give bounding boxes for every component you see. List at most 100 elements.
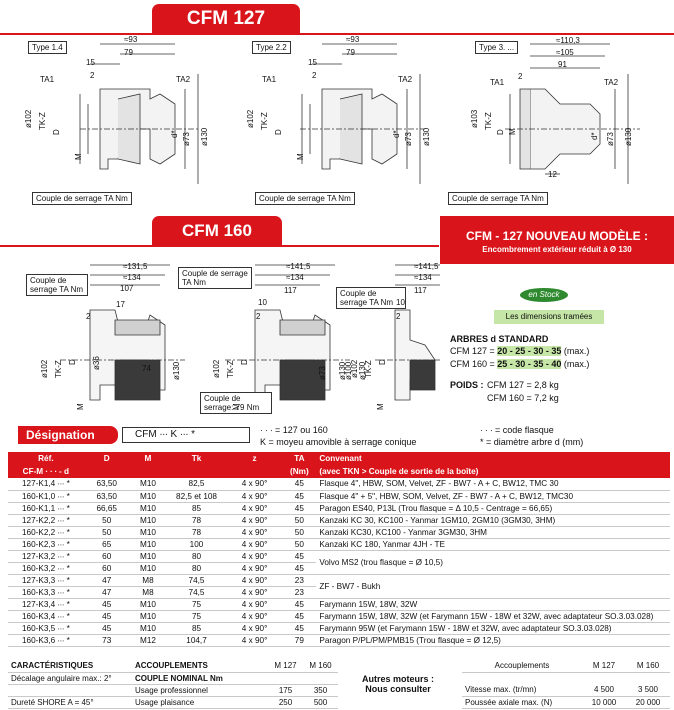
dim-t2-top1: ≈93 <box>346 35 360 44</box>
dim-t2-l1: TK-Z <box>260 112 269 130</box>
acc-nominal: COUPLE NOMINAL Nm <box>132 672 268 685</box>
dim-d1-l3: M <box>76 403 85 410</box>
dim-t2-r0: d* <box>392 130 401 138</box>
dim-d1-b: 2 <box>86 312 91 321</box>
torque-label-t3: Couple de serrage TA Nm <box>448 192 548 205</box>
torque-label-160-79: Couple de serrage: 79 Nm <box>200 392 272 414</box>
cfm127-drawings <box>79 43 640 184</box>
header-tk: Tk <box>166 452 227 465</box>
header-conv: Convenant <box>316 452 670 465</box>
carac-1: Décalage angulaire max.: 2° <box>8 672 132 685</box>
shafts-title: ARBRES d STANDARD <box>450 334 549 344</box>
acc2-title: Accouplements <box>462 660 582 673</box>
dim-t3-l0: ø103 <box>470 109 479 128</box>
dim-t3-r1: ø73 <box>606 132 615 146</box>
dim-t1-r2: ø130 <box>200 127 209 146</box>
dim-t3-r2: ø130 <box>624 127 633 146</box>
dim-t2-l3: M <box>296 153 305 160</box>
table-header-row-2: CF-M ∙ ∙ ∙ - d (Nm) (avec TKN > Couple d… <box>8 465 670 478</box>
bottom-table-left: CARACTÉRISTIQUES ACCOUPLEMENTS M 127 M 1… <box>8 660 338 709</box>
dim-d2-l0: ø102 <box>212 359 221 378</box>
torque-label-160-3: Couple de serrage TA Nm <box>336 287 406 309</box>
dim-d2-top1: ≈141,5 <box>286 262 311 271</box>
dim-d3-top1: ≈141,5 <box>414 262 439 271</box>
dim-t1-l1: TK-Z <box>38 112 47 130</box>
designation-code: CFM ∙∙∙ K ∙∙∙ * <box>122 427 250 443</box>
dim-t3-top2: ≈105 <box>556 48 574 57</box>
cfm160-drawings <box>60 264 440 401</box>
motors-note: Autres moteurs : Nous consulter <box>361 674 434 694</box>
dim-d1-r0: ø36 <box>92 356 101 370</box>
speed-label: Vitesse max. (tr/mn) <box>462 684 582 697</box>
new-model-subtitle: Encombrement extérieur réduit à Ø 130 <box>482 245 632 254</box>
dim-t2-ta1: TA1 <box>262 75 277 84</box>
dim-d1-top1: ≈131,5 <box>123 262 148 271</box>
usage-pro: Usage professionnel <box>132 684 268 697</box>
dim-t1-l3: M <box>74 153 83 160</box>
shaft-160: CFM 160 = 25 - 30 - 35 - 40 (max.) <box>450 359 590 369</box>
dim-t2-l0: ø102 <box>246 109 255 128</box>
dim-d2-l1: TK-Z <box>226 360 235 378</box>
dim-t2-b: 2 <box>312 71 317 80</box>
dim-t2-top2: 79 <box>346 48 355 57</box>
torque-label-160-2: Couple de serrage TA Nm <box>178 267 252 289</box>
acc-title: ACCOUPLEMENTS <box>132 660 268 673</box>
torque-label-t1: Couple de serrage TA Nm <box>32 192 132 205</box>
dim-d2-mid: 74 <box>142 364 151 373</box>
designation-legend-1: K = moyeu amovible à serrage conique <box>260 437 417 447</box>
dim-t1-l0: ø102 <box>24 109 33 128</box>
dim-d3-top2: ≈134 <box>414 273 432 282</box>
dim-d1-l2: D <box>68 359 77 365</box>
dim-t1-b: 2 <box>90 71 95 80</box>
dim-t3-ta2: TA2 <box>604 78 619 87</box>
dim-d1-r1: ø130 <box>172 361 181 380</box>
dim-t1-r0: d* <box>170 130 179 138</box>
dim-t1-ta1: TA1 <box>40 75 55 84</box>
dim-d3-r0: ø100 <box>344 361 353 380</box>
dim-t3-r0: d* <box>590 132 599 140</box>
dim-d2-l3: M <box>232 403 241 410</box>
dim-t3-a: 2 <box>518 72 523 81</box>
dim-t2-l2: D <box>274 129 283 135</box>
new-model-title: CFM - 127 NOUVEAU MODÈLE : <box>465 229 648 243</box>
dim-t2-r2: ø130 <box>422 127 431 146</box>
header-m: M <box>129 452 167 465</box>
cfm160-title: CFM 160 <box>152 216 282 246</box>
weight-127: CFM 127 = 2,8 kg <box>487 380 559 390</box>
dim-t3-top1: ≈110,3 <box>556 36 580 45</box>
dim-t2-r1: ø73 <box>404 132 413 146</box>
bottom-table-right: Accouplements M 127 M 160 Vitesse max. (… <box>462 660 670 709</box>
dim-t1-top2: 79 <box>124 48 133 57</box>
stock-badge: en Stock <box>520 288 568 302</box>
dim-t1-ta2: TA2 <box>176 75 191 84</box>
dim-d1-l1: TK-Z <box>54 360 63 378</box>
cfm127-title: CFM 127 <box>152 4 300 34</box>
dim-t2-a: 15 <box>308 58 317 67</box>
designation-legend-2: ∙ ∙ ∙ = code flasque <box>480 425 554 435</box>
dim-d3-l2: D <box>378 359 387 365</box>
header-ref: Réf. <box>8 452 84 465</box>
spec-table: Réf. D M Tk z TA Convenant CF-M ∙ ∙ ∙ - … <box>8 452 670 647</box>
header-ta: TA <box>282 452 317 465</box>
header-d: D <box>83 452 130 465</box>
dim-t2-ta2: TA2 <box>398 75 413 84</box>
dim-t3-top3: 91 <box>558 60 567 69</box>
weight-160: CFM 160 = 7,2 kg <box>487 393 559 403</box>
dim-t1-a: 15 <box>86 58 95 67</box>
dim-t1-top1: ≈93 <box>124 35 138 44</box>
dim-d2-a: 10 <box>258 298 267 307</box>
shaft-127-values: 20 - 25 - 30 - 35 <box>497 346 562 356</box>
torque-label-160-1: Couple de serrage TA Nm <box>26 274 88 296</box>
header-z: z <box>226 452 283 465</box>
dim-d3-b: 2 <box>396 312 401 321</box>
usage-pl: Usage plaisance <box>132 696 268 709</box>
